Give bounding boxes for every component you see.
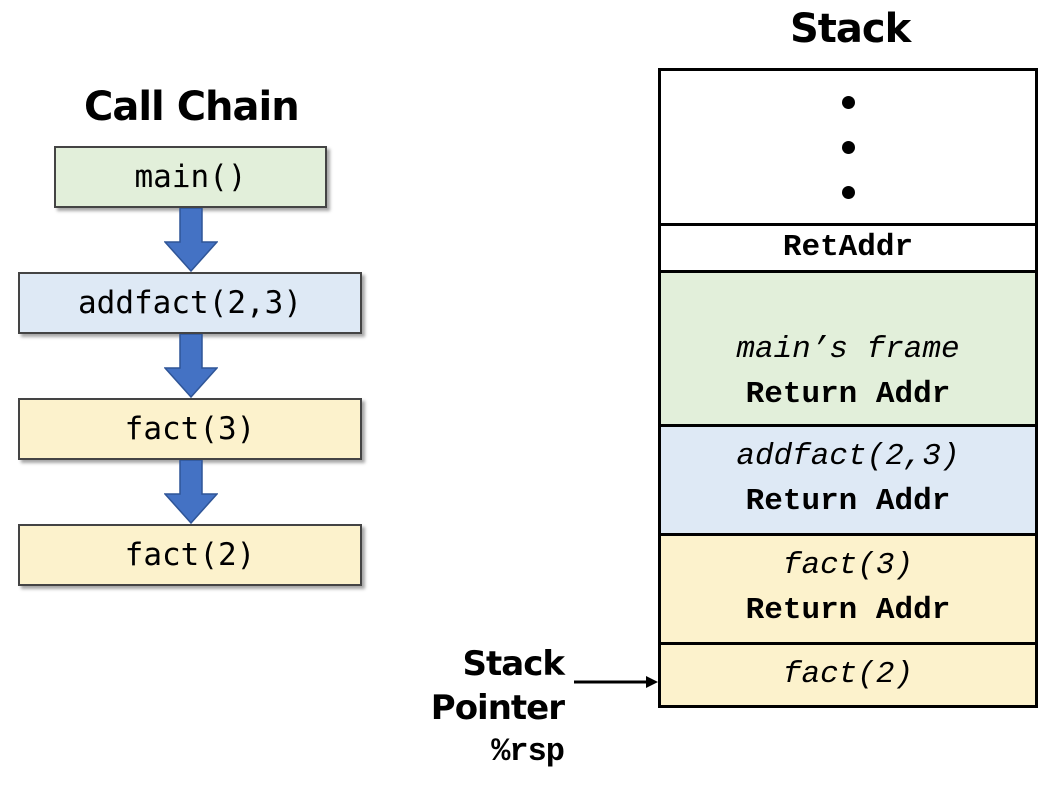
stack-frame-fact3: fact(3) Return Addr xyxy=(658,533,1038,645)
down-arrow-icon xyxy=(164,460,218,524)
frame-name: fact(3) xyxy=(782,548,914,584)
stack-ellipsis xyxy=(658,68,1038,226)
stack-pointer-line2: Pointer xyxy=(430,688,565,728)
stack-pointer-line1: Stack xyxy=(462,644,565,684)
retaddr-label: RetAddr xyxy=(782,229,914,265)
call-chain-title: Call Chain xyxy=(84,84,300,130)
stack-frame-fact2: fact(2) xyxy=(658,642,1038,708)
down-arrow-icon xyxy=(164,208,218,272)
stack-title: Stack xyxy=(790,6,911,52)
down-arrow-icon xyxy=(164,334,218,398)
stack-frame-main: main’s frame Return Addr xyxy=(658,270,1038,427)
stack-retaddr: RetAddr xyxy=(658,223,1038,273)
stack-pointer-arrow xyxy=(574,676,658,688)
call-label: addfact(2,3) xyxy=(78,285,302,321)
call-box-addfact: addfact(2,3) xyxy=(18,272,362,334)
ellipsis-dot xyxy=(841,140,855,154)
stack-pointer-label: Stack Pointer %rsp xyxy=(380,642,565,774)
call-label: fact(2) xyxy=(124,537,256,573)
frame-name: main’s frame xyxy=(736,332,960,368)
ellipsis-dot xyxy=(841,95,855,109)
call-label: main() xyxy=(134,159,247,195)
frame-return-addr: Return Addr xyxy=(745,377,951,413)
frame-return-addr: Return Addr xyxy=(745,484,951,519)
frame-return-addr: Return Addr xyxy=(745,593,951,628)
frame-name: addfact(2,3) xyxy=(736,439,960,475)
stack-pointer-register: %rsp xyxy=(491,733,565,770)
stack-frame-addfact: addfact(2,3) Return Addr xyxy=(658,424,1038,536)
call-box-main: main() xyxy=(54,146,327,208)
call-box-fact3: fact(3) xyxy=(18,398,362,460)
call-box-fact2: fact(2) xyxy=(18,524,362,586)
call-label: fact(3) xyxy=(124,411,256,447)
ellipsis-dot xyxy=(841,185,855,199)
frame-name: fact(2) xyxy=(782,656,914,692)
